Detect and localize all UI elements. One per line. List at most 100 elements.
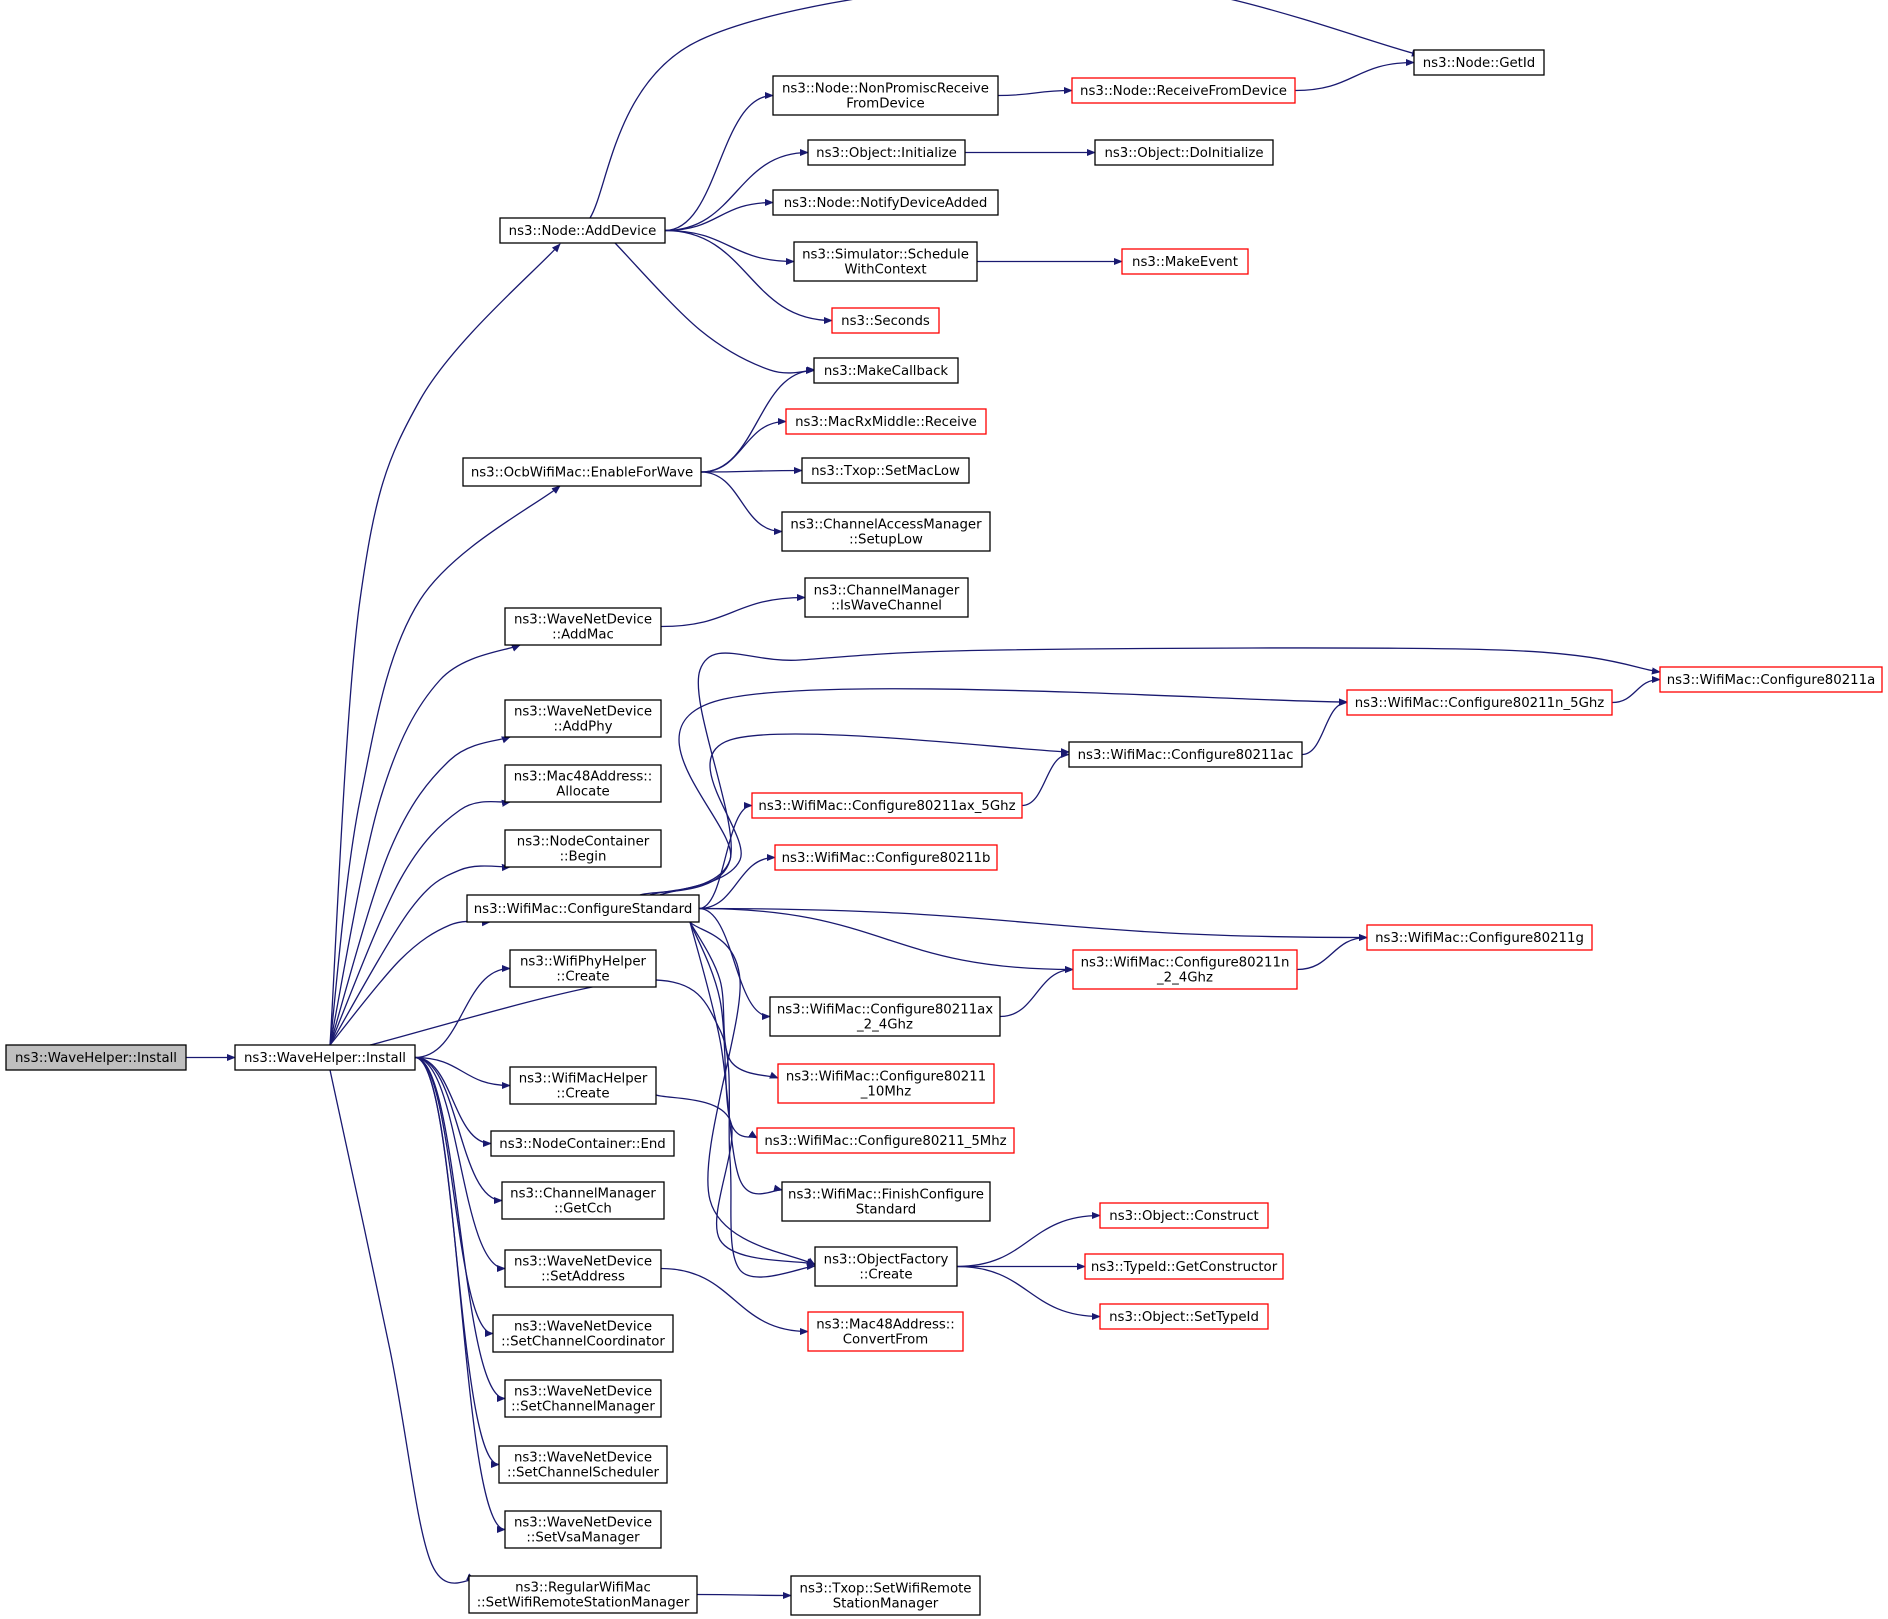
node-receive[interactable]: ns3::MacRxMiddle::Receive xyxy=(785,408,987,435)
node-label: ns3::OcbWifiMac::EnableForWave xyxy=(471,466,693,481)
node-label: ns3::TypeId::GetConstructor xyxy=(1091,1260,1278,1275)
node-label: ns3::WaveNetDevice xyxy=(514,613,652,628)
node-label: ::Create xyxy=(859,1268,912,1283)
edge-adddevice-to-nonpromisc xyxy=(664,91,774,232)
node-label: ::AddPhy xyxy=(553,720,612,735)
node-label: _2_4Ghz xyxy=(856,1018,913,1033)
node-box xyxy=(1099,1303,1269,1330)
node-addmac[interactable]: ns3::WaveNetDevice::AddMac xyxy=(504,607,662,646)
node-cfg_n24[interactable]: ns3::WifiMac::Configure80211n_2_4Ghz xyxy=(1072,949,1298,990)
node-initialize[interactable]: ns3::Object::Initialize xyxy=(807,139,966,166)
node-cfg_ax5[interactable]: ns3::WifiMac::Configure80211ax_5Ghz xyxy=(751,792,1023,819)
node-getcch[interactable]: ns3::ChannelManager::GetCch xyxy=(501,1181,665,1220)
node-box xyxy=(509,1066,657,1105)
edge-install-to-getcch xyxy=(414,1056,503,1205)
node-label: ns3::WifiMacHelper xyxy=(519,1072,648,1087)
node-configurestandard[interactable]: ns3::WifiMac::ConfigureStandard xyxy=(466,894,700,923)
node-setchcoord[interactable]: ns3::WaveNetDevice::SetChannelCoordinato… xyxy=(492,1314,674,1353)
node-cfg_5[interactable]: ns3::WifiMac::Configure80211_5Mhz xyxy=(756,1127,1015,1154)
node-cfg_ac[interactable]: ns3::WifiMac::Configure80211ac xyxy=(1068,741,1303,768)
node-label: ns3::Node::GetId xyxy=(1423,56,1536,71)
node-box xyxy=(501,1181,665,1220)
node-setremote[interactable]: ns3::RegularWifiMac::SetWifiRemoteStatio… xyxy=(468,1575,698,1614)
node-makeevent[interactable]: ns3::MakeEvent xyxy=(1121,248,1249,275)
node-setmaclow[interactable]: ns3::Txop::SetMacLow xyxy=(801,457,970,484)
node-objfactory[interactable]: ns3::ObjectFactory::Create xyxy=(814,1246,958,1287)
node-cfg_10[interactable]: ns3::WifiMac::Configure80211_10Mhz xyxy=(777,1063,995,1104)
node-end[interactable]: ns3::NodeContainer::End xyxy=(490,1130,675,1157)
node-install[interactable]: ns3::WaveHelper::Install xyxy=(234,1044,416,1071)
node-setchmgr[interactable]: ns3::WaveNetDevice::SetChannelManager xyxy=(504,1379,662,1418)
node-setaddress[interactable]: ns3::WaveNetDevice::SetAddress xyxy=(504,1249,662,1288)
node-doinit[interactable]: ns3::Object::DoInitialize xyxy=(1094,139,1274,166)
edge-cfg_n5-to-cfg_a xyxy=(1611,675,1661,704)
node-getctor[interactable]: ns3::TypeId::GetConstructor xyxy=(1084,1253,1284,1280)
node-box xyxy=(793,241,978,282)
node-settypeid[interactable]: ns3::Object::SetTypeId xyxy=(1099,1303,1269,1330)
node-phycreate[interactable]: ns3::WifiPhyHelper::Create xyxy=(509,949,657,988)
edge-enableforwave-to-setuplow xyxy=(700,471,783,536)
edge-install-to-configurestandard xyxy=(329,919,491,1046)
node-label: ::Create xyxy=(556,1087,609,1102)
node-label: ::IsWaveChannel xyxy=(831,599,942,614)
node-cfg_ax24[interactable]: ns3::WifiMac::Configure80211ax_2_4Ghz xyxy=(769,996,1001,1037)
node-label: ns3::Mac48Address:: xyxy=(514,770,653,785)
node-label: ns3::WaveNetDevice xyxy=(514,1255,652,1270)
node-box xyxy=(807,1311,964,1352)
node-label: ns3::WaveNetDevice xyxy=(514,1451,652,1466)
edge-configurestandard-to-cfg_ax24 xyxy=(698,907,771,1021)
edge-install-to-setchcoord xyxy=(414,1056,494,1338)
node-makecallback[interactable]: ns3::MakeCallback xyxy=(813,357,959,384)
node-txopremote[interactable]: ns3::Txop::SetWifiRemoteStationManager xyxy=(790,1575,981,1616)
node-cfg_g[interactable]: ns3::WifiMac::Configure80211g xyxy=(1366,924,1593,951)
node-label: ns3::WifiMac::Configure80211_5Mhz xyxy=(764,1134,1006,1149)
node-addphy[interactable]: ns3::WaveNetDevice::AddPhy xyxy=(504,699,662,738)
node-label: ns3::ChannelAccessManager xyxy=(790,518,982,533)
node-cfg_a[interactable]: ns3::WifiMac::Configure80211a xyxy=(1659,666,1883,693)
node-label: ns3::MakeCallback xyxy=(824,364,949,379)
node-construct[interactable]: ns3::Object::Construct xyxy=(1099,1202,1269,1229)
node-setchsched[interactable]: ns3::WaveNetDevice::SetChannelScheduler xyxy=(498,1445,668,1484)
edge-adddevice-to-initialize xyxy=(664,148,809,232)
node-cfg_b[interactable]: ns3::WifiMac::Configure80211b xyxy=(774,844,998,871)
edge-install-to-adddevice xyxy=(329,243,561,1046)
node-label: ::Create xyxy=(556,970,609,985)
node-label: ns3::WaveNetDevice xyxy=(514,1385,652,1400)
node-enableforwave[interactable]: ns3::OcbWifiMac::EnableForWave xyxy=(462,457,702,487)
node-recvfromdev[interactable]: ns3::Node::ReceiveFromDevice xyxy=(1071,77,1296,104)
node-notifydevice[interactable]: ns3::Node::NotifyDeviceAdded xyxy=(772,189,999,216)
node-setuplow[interactable]: ns3::ChannelAccessManager::SetupLow xyxy=(781,511,991,552)
node-setvsa[interactable]: ns3::WaveNetDevice::SetVsaManager xyxy=(504,1510,662,1549)
node-box xyxy=(1071,77,1296,104)
node-maccreate[interactable]: ns3::WifiMacHelper::Create xyxy=(509,1066,657,1105)
node-getid[interactable]: ns3::Node::GetId xyxy=(1413,49,1545,76)
node-box xyxy=(1072,949,1298,990)
node-label: ns3::WifiMac::Configure80211b xyxy=(782,851,991,866)
node-allocate[interactable]: ns3::Mac48Address::Allocate xyxy=(504,764,662,803)
edge-recvfromdev-to-getid xyxy=(1294,58,1415,92)
node-box xyxy=(781,511,991,552)
edge-adddevice-to-seconds xyxy=(664,229,833,325)
node-seconds[interactable]: ns3::Seconds xyxy=(831,307,940,334)
node-cfg_n5[interactable]: ns3::WifiMac::Configure80211n_5Ghz xyxy=(1346,689,1613,716)
node-box xyxy=(504,829,662,868)
edge-install-to-begin xyxy=(329,863,511,1046)
node-label: ns3::Node::NotifyDeviceAdded xyxy=(784,196,988,211)
node-begin[interactable]: ns3::NodeContainer::Begin xyxy=(504,829,662,868)
edge-install-to-setvsa xyxy=(414,1056,506,1534)
node-label: _2_4Ghz xyxy=(1156,971,1213,986)
node-box xyxy=(814,1246,958,1287)
node-adddevice[interactable]: ns3::Node::AddDevice xyxy=(499,217,666,244)
edge-configurestandard-to-finishcfg xyxy=(689,921,783,1195)
edge-configurestandard-to-cfg_g xyxy=(698,907,1368,942)
node-convertfrom[interactable]: ns3::Mac48Address::ConvertFrom xyxy=(807,1311,964,1352)
node-label: ns3::Txop::SetWifiRemote xyxy=(800,1582,972,1597)
node-label: ns3::WifiMac::Configure80211ax xyxy=(777,1003,993,1018)
node-label: ns3::MacRxMiddle::Receive xyxy=(795,415,977,430)
node-iswave[interactable]: ns3::ChannelManager::IsWaveChannel xyxy=(804,577,969,618)
node-label: ns3::Object::Initialize xyxy=(816,146,957,161)
